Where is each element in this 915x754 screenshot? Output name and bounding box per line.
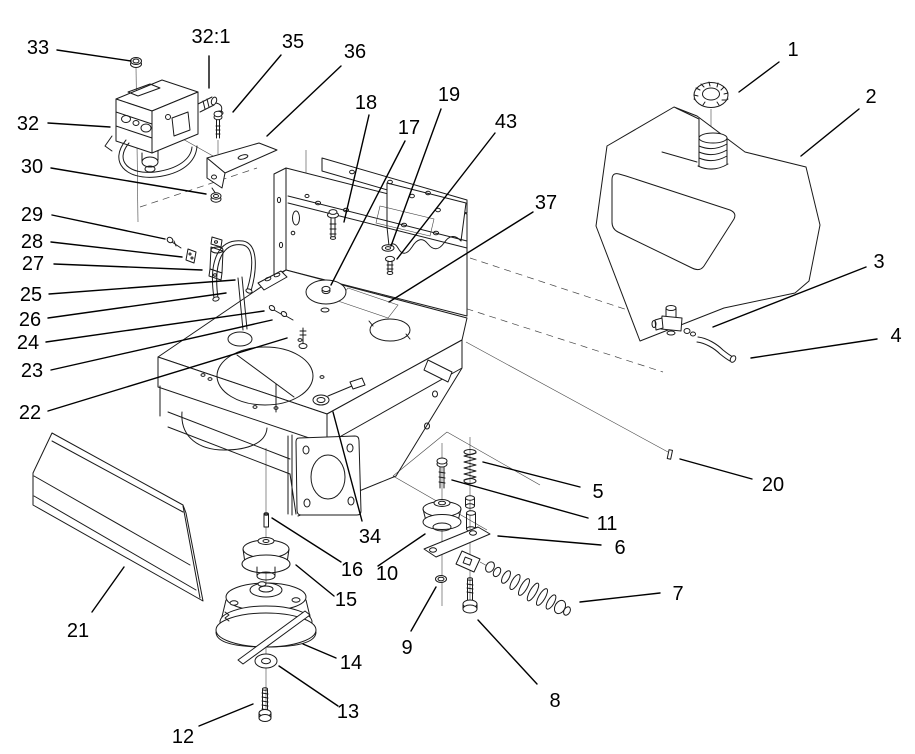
callout-5: 5 (592, 481, 603, 503)
callout-4: 4 (890, 325, 901, 347)
callout-27: 27 (22, 253, 44, 275)
callout-13: 13 (337, 701, 359, 723)
callout-17: 17 (398, 117, 420, 139)
heat-shield-panel (32, 432, 204, 602)
callout-labels: 33 32:1 35 36 18 19 17 43 1 2 32 30 37 2… (17, 26, 902, 748)
callout-43: 43 (495, 111, 517, 133)
leader-lines (45, 49, 878, 727)
callout-22: 22 (19, 402, 41, 424)
callout-12: 12 (172, 726, 194, 748)
cable-bracket-cluster (166, 236, 294, 331)
callout-32: 32 (17, 113, 39, 135)
wall-hardware (327, 209, 395, 275)
callout-19: 19 (438, 84, 460, 106)
callout-37: 37 (535, 192, 557, 214)
callout-21: 21 (67, 620, 89, 642)
callout-6: 6 (614, 537, 625, 559)
callout-28: 28 (21, 231, 43, 253)
callout-23: 23 (21, 360, 43, 382)
callout-16: 16 (341, 559, 363, 581)
cap-nut (130, 57, 142, 68)
callout-26: 26 (19, 309, 41, 331)
callout-10: 10 (376, 563, 398, 585)
callout-33: 33 (27, 37, 49, 59)
idler-assembly (422, 449, 571, 616)
engine-bracket (206, 110, 278, 203)
callout-18: 18 (355, 92, 377, 114)
callout-25: 25 (20, 284, 42, 306)
callout-7: 7 (672, 583, 683, 605)
callout-34: 34 (359, 526, 381, 548)
callout-3: 3 (873, 251, 884, 273)
frame-chassis (157, 157, 468, 517)
callout-8: 8 (549, 690, 560, 712)
callout-30: 30 (21, 156, 43, 178)
callout-35: 35 (282, 31, 304, 53)
callout-24: 24 (17, 332, 39, 354)
callout-2: 2 (865, 86, 876, 108)
callout-29: 29 (21, 204, 43, 226)
callout-11: 11 (597, 513, 618, 535)
engine-assembly (104, 79, 224, 178)
callout-36: 36 (344, 41, 366, 63)
callout-14: 14 (340, 652, 362, 674)
callout-20: 20 (762, 474, 784, 496)
callout-9: 9 (401, 637, 412, 659)
callout-1: 1 (787, 39, 798, 61)
callout-15: 15 (335, 589, 357, 611)
callout-32-1: 32:1 (192, 26, 231, 48)
clutch-stack (215, 512, 317, 722)
idler-spring (485, 561, 571, 616)
alignment-lines (135, 66, 712, 714)
fuel-tank (595, 81, 821, 460)
